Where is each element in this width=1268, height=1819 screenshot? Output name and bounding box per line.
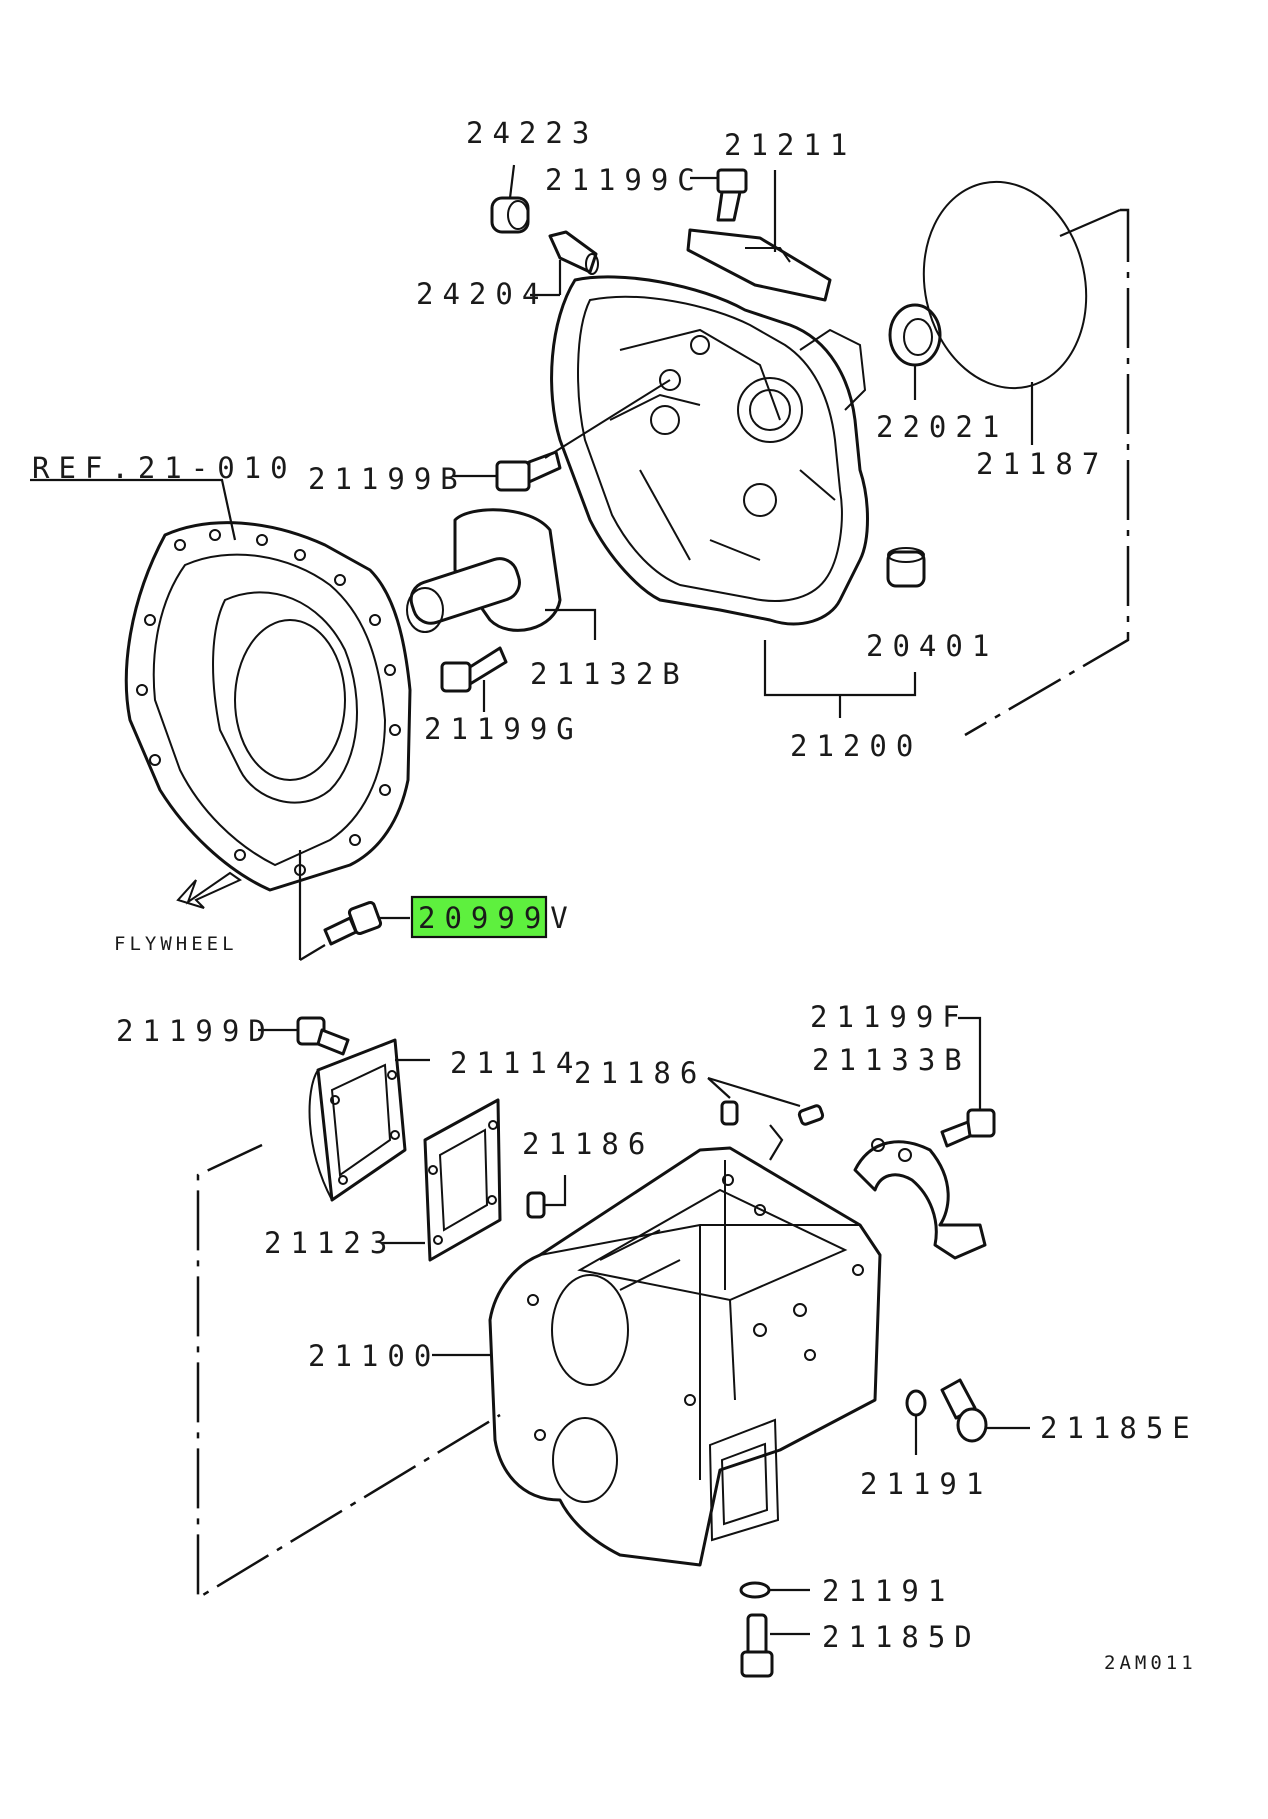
part-21191-bottom[interactable] — [739, 1581, 810, 1599]
part-21123[interactable] — [382, 1098, 502, 1262]
part-24223[interactable] — [490, 164, 530, 234]
label-21185D[interactable]: 21185D — [822, 1620, 981, 1654]
label-21199G[interactable]: 21199G — [424, 712, 583, 746]
label-21100[interactable]: 21100 — [308, 1339, 440, 1373]
label-21199B[interactable]: 21199B — [308, 462, 467, 496]
part-21132B[interactable] — [406, 508, 597, 640]
label-21211[interactable]: 21211 — [724, 128, 856, 162]
clutch-cover-ref[interactable] — [30, 478, 412, 892]
label-21191-b[interactable]: 21191 — [822, 1574, 954, 1608]
label-21186-b[interactable]: 21186 — [522, 1127, 654, 1161]
part-21114[interactable] — [308, 1038, 430, 1202]
case-bracket — [196, 1143, 501, 1601]
part-22021[interactable] — [888, 303, 942, 400]
part-21199F[interactable] — [940, 1016, 996, 1148]
part-21185D[interactable] — [740, 1613, 810, 1678]
part-21199B[interactable] — [452, 379, 671, 492]
label-21187[interactable]: 21187 — [976, 447, 1108, 481]
highlight-20999V[interactable]: 20999V — [410, 895, 577, 939]
label-21114[interactable]: 21114 — [450, 1046, 582, 1080]
part-21186-dowels[interactable] — [526, 1076, 825, 1219]
part-24204[interactable] — [530, 230, 599, 297]
part-21199D[interactable] — [258, 1016, 350, 1056]
ref-bracket — [964, 208, 1130, 737]
part-21191-right[interactable] — [905, 1389, 927, 1455]
part-20999V[interactable] — [323, 900, 410, 946]
cover-holes — [136, 529, 401, 876]
part-21187[interactable] — [905, 167, 1121, 445]
label-21191-a[interactable]: 21191 — [860, 1467, 992, 1501]
label-20999V[interactable]: 20999V — [418, 901, 577, 935]
clutch-housing[interactable] — [550, 275, 869, 626]
label-21200[interactable]: 21200 — [790, 729, 922, 763]
label-21123[interactable]: 21123 — [264, 1226, 396, 1260]
label-24223[interactable]: 24223 — [466, 116, 598, 150]
lower-assembly — [196, 1016, 1030, 1678]
part-21185E[interactable] — [940, 1378, 1030, 1443]
diagram-code: 2AM011 — [1104, 1652, 1197, 1674]
part-21199G[interactable] — [440, 646, 508, 712]
label-flywheel: FLYWHEEL — [114, 933, 238, 955]
label-20401[interactable]: 20401 — [866, 629, 998, 663]
labels: 24223 21211 21199C 24204 22021 21187 REF… — [32, 116, 1199, 1674]
flywheel-arrow — [176, 850, 326, 961]
label-22021[interactable]: 22021 — [876, 410, 1008, 444]
part-20401[interactable] — [886, 547, 926, 588]
label-21132B[interactable]: 21132B — [530, 657, 689, 691]
upper-assembly — [30, 164, 1130, 961]
part-21199C[interactable] — [690, 168, 748, 222]
label-ref-21-010[interactable]: REF.21-010 — [32, 451, 297, 485]
label-21199F[interactable]: 21199F — [810, 1000, 969, 1034]
label-21199D[interactable]: 21199D — [116, 1014, 275, 1048]
transmission-case[interactable] — [432, 1146, 882, 1567]
label-21199C[interactable]: 21199C — [545, 163, 704, 197]
label-21186-a[interactable]: 21186 — [574, 1056, 706, 1090]
label-21185E[interactable]: 21185E — [1040, 1411, 1199, 1445]
part-21133B[interactable] — [853, 1138, 987, 1260]
part-21211[interactable] — [686, 170, 832, 302]
label-24204[interactable]: 24204 — [416, 277, 548, 311]
highlight-box[interactable] — [410, 895, 548, 939]
label-21133B[interactable]: 21133B — [812, 1043, 971, 1077]
